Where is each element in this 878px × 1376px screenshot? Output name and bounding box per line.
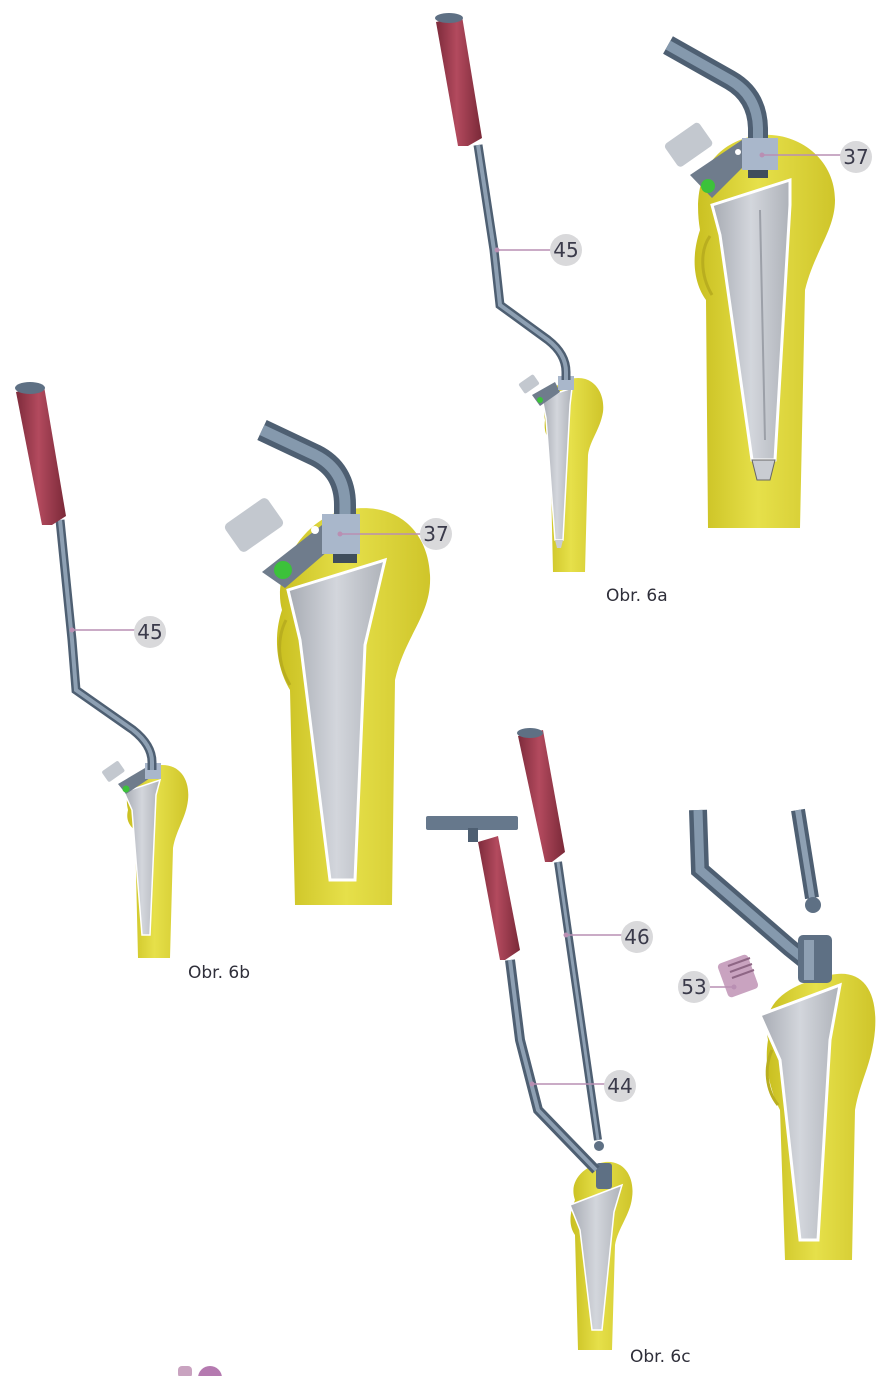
callout-label: 53 xyxy=(681,975,706,999)
fig6c-large-rods xyxy=(698,810,832,983)
fig6a-handle-instrument xyxy=(435,13,566,380)
callout-6b-handle: 45 xyxy=(70,616,167,648)
callout-label: 44 xyxy=(607,1074,632,1098)
caption-fig-6b: Obr. 6b xyxy=(188,963,250,983)
corner-decoration xyxy=(178,1366,222,1376)
fig6c-t-handle-44 xyxy=(426,816,596,1170)
callout-6c-rod: 46 xyxy=(564,921,654,953)
fig6a-small-assembly xyxy=(518,374,603,572)
callout-label: 46 xyxy=(624,925,649,949)
fig6c-small-assembly xyxy=(570,1162,633,1350)
callout-label: 45 xyxy=(137,620,162,644)
callout-6a-handle: 45 xyxy=(495,234,583,266)
fig6b-small-assembly xyxy=(101,760,188,958)
caption-fig-6a: Obr. 6a xyxy=(606,586,668,606)
fig6c-part-53 xyxy=(717,954,759,999)
callout-label: 37 xyxy=(423,522,448,546)
fig6b-handle-instrument xyxy=(15,382,152,770)
callout-label: 45 xyxy=(553,238,578,262)
caption-fig-6c: Obr. 6c xyxy=(630,1347,691,1367)
callout-6c-handle: 44 xyxy=(530,1070,637,1102)
callout-label: 37 xyxy=(843,145,868,169)
